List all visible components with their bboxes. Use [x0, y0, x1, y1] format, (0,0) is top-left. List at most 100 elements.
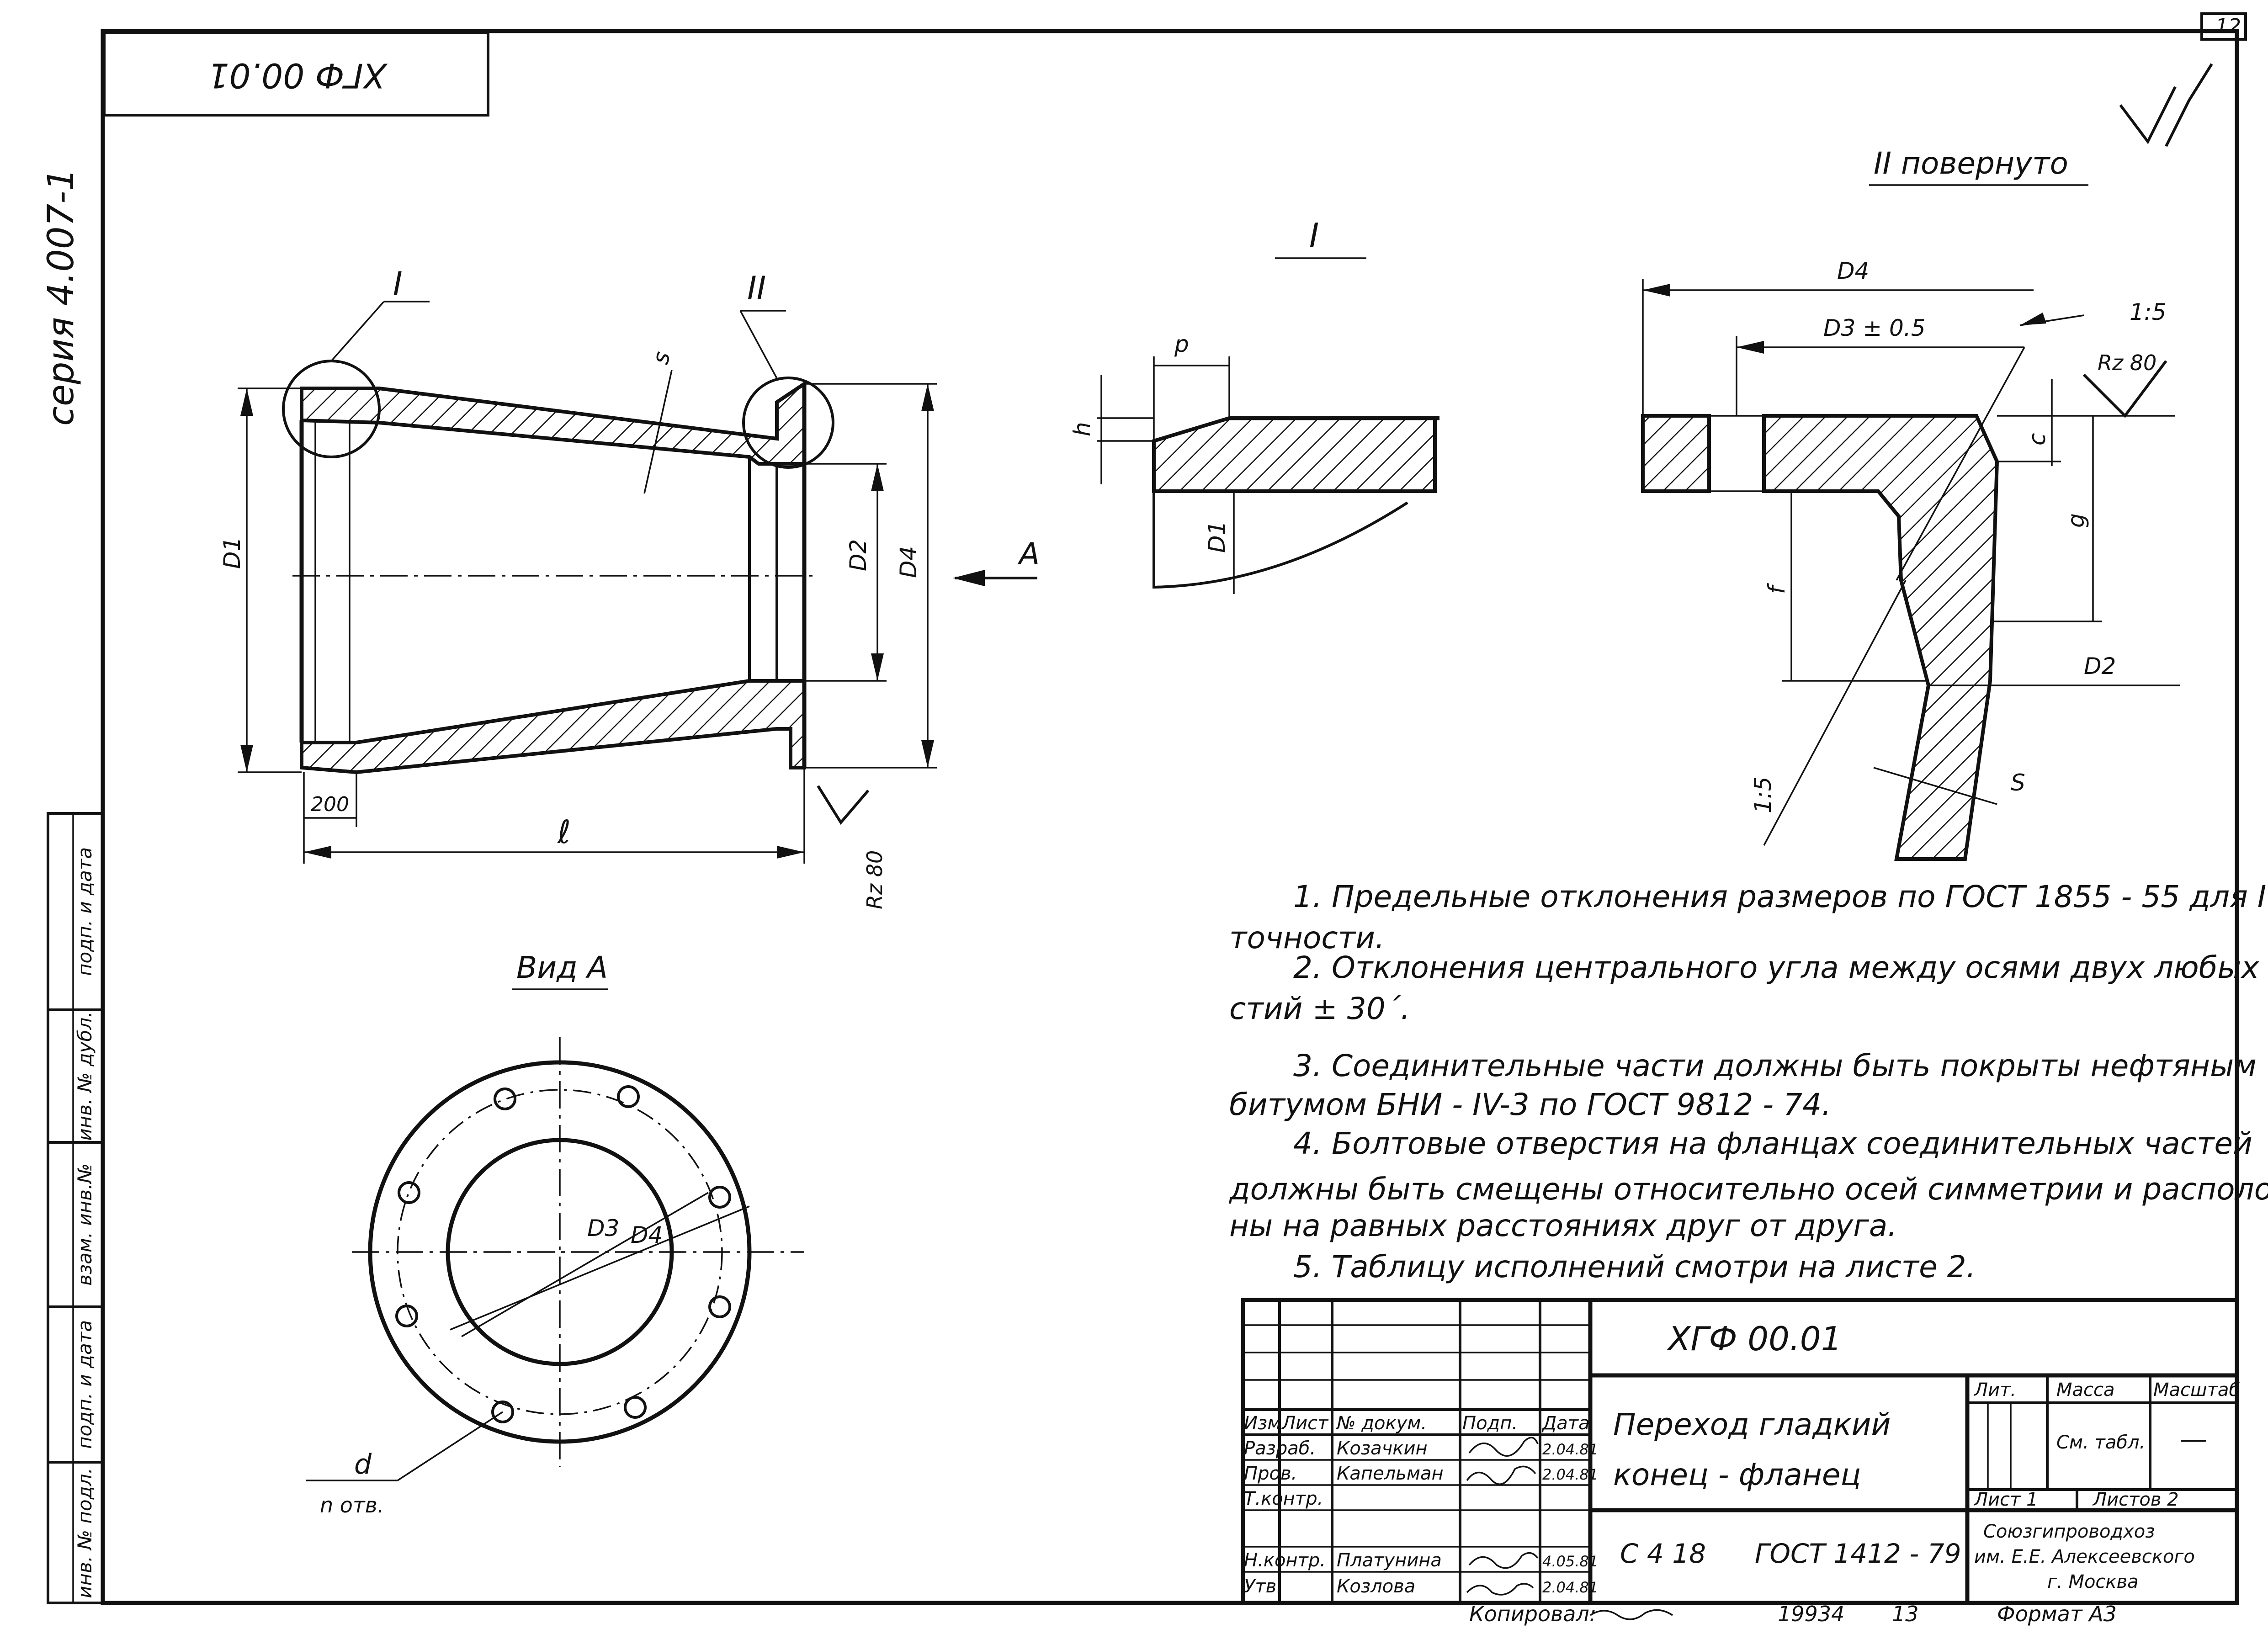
taper-side: 1:5: [1750, 777, 1776, 813]
dim-D4-detail: D4: [1837, 258, 1869, 284]
note-line-2: точности.: [1229, 920, 1385, 955]
tb-org-2: им. Е.Е. Алексеевского: [1974, 1546, 2195, 1567]
view-A-D3: D3: [587, 1215, 619, 1241]
note-line-3: 2. Отклонения центрального угла между ос…: [1293, 950, 2268, 985]
tb-date-prov: 2.04.81: [1542, 1466, 1598, 1483]
note-line-1: 1. Предельные отклонения размеров по ГОС…: [1293, 879, 2268, 914]
tb-scale-label: Масштаб: [2153, 1379, 2240, 1401]
rz80-main: Rz 80: [862, 850, 887, 909]
tb-doc-code: ХГФ 00.01: [1666, 1320, 1842, 1358]
tb-gost: ГОСТ 1412 - 79: [1755, 1538, 1961, 1569]
footer-format: Формат А3: [1997, 1602, 2117, 1626]
check-mark-icon: [2119, 63, 2213, 147]
note-line-9: ны на равных расстояниях друг от друга.: [1229, 1208, 1897, 1243]
tb-col-podp: Подп.: [1462, 1413, 1518, 1434]
note-line-5: 3. Соединительные части должны быть покр…: [1293, 1048, 2257, 1083]
note-line-10: 5. Таблицу исполнений смотри на листе 2.: [1293, 1249, 1976, 1284]
rz80-detail: Rz 80: [2098, 350, 2156, 375]
dim-D1-detail: D1: [1204, 521, 1230, 553]
rotated-doc-code-text: ХГФ 00.01: [208, 55, 388, 95]
note-line-6: битумом БНИ - IV-3 по ГОСТ 9812 - 74.: [1229, 1087, 1831, 1122]
tb-mass-label: Масса: [2056, 1379, 2115, 1401]
notes: 1. Предельные отклонения размеров по ГОС…: [1229, 879, 2268, 1284]
side-stamp-cell-5: инв. № подл.: [74, 1468, 96, 1598]
title-block: Изм. Лист № докум. Подп. Дата Разраб. Ко…: [1241, 1298, 2240, 1605]
dim-c: c: [2024, 433, 2050, 446]
detail-II-body: [1762, 414, 1999, 861]
tb-sheet-label: Лист 1: [1973, 1489, 2038, 1510]
detail-II-title: II повернуто: [1874, 146, 2068, 181]
tb-sheets-label: Листов 2: [2092, 1489, 2179, 1510]
tb-mass-value: См. табл.: [2056, 1432, 2145, 1453]
tb-name-razrab: Козачкин: [1337, 1438, 1428, 1459]
tb-title-1: Переход гладкий: [1613, 1407, 1891, 1442]
tb-name-nkontr: Платунина: [1337, 1550, 1442, 1571]
arrow-A-label: A: [1017, 536, 1040, 572]
tb-c-code: С 4 18: [1620, 1538, 1706, 1569]
side-stamp-cell-2: инв. № дубл.: [74, 1011, 96, 1141]
tb-name-utv: Козлова: [1337, 1576, 1415, 1597]
tb-date-utv: 2.04.81: [1542, 1579, 1598, 1596]
detail-I-title: I: [1309, 216, 1319, 255]
dim-D1: D1: [219, 537, 245, 569]
dim-s: s: [647, 349, 676, 367]
view-A-D4: D4: [631, 1222, 663, 1248]
tb-role-prov: Пров.: [1244, 1463, 1297, 1484]
view-A: Вид А D3 D4 d n отв.: [306, 950, 804, 1517]
tb-scale-value: —: [2180, 1423, 2207, 1455]
tb-title-2: конец - фланец: [1613, 1457, 1861, 1492]
dim-g: g: [2063, 513, 2089, 528]
rotated-doc-code: ХГФ 00.01: [103, 32, 489, 117]
dim-h: h: [1069, 422, 1095, 436]
view-A-holes: n отв.: [320, 1493, 384, 1517]
detail-I-view: I p h D1: [1069, 216, 1439, 594]
signatures: [1466, 1437, 1539, 1596]
dim-200: 200: [311, 793, 349, 816]
tb-col-date: Дата: [1541, 1413, 1590, 1434]
bottom-wall-section: [300, 679, 806, 775]
footer-page: 13: [1892, 1602, 1919, 1626]
dim-p: p: [1174, 331, 1189, 357]
dim-l: ℓ: [557, 813, 571, 851]
tb-name-prov: Капельман: [1337, 1463, 1444, 1484]
side-stamp-cell-4: подп. и дата: [74, 1320, 96, 1449]
dim-D4: D4: [895, 546, 922, 578]
taper-top: 1:5: [2130, 299, 2166, 325]
series-label: серия 4.007-1: [41, 168, 82, 426]
side-stamp-cell-3: взам. инв.№: [74, 1163, 96, 1286]
tb-col-doc: № докум.: [1336, 1413, 1427, 1434]
dim-D2-detail: D2: [2084, 653, 2116, 679]
tb-date-nkontr: 4.05.81: [1542, 1553, 1598, 1570]
detail-II-view: II повернуто D4 D3 ± 0.5 1:5 Rz 80 c g: [1641, 146, 2180, 861]
tb-role-utv: Утв.: [1244, 1576, 1282, 1597]
note-line-4: стий ± 30΄.: [1229, 991, 1410, 1026]
callout-I-label: I: [393, 265, 403, 302]
footer: Копировал: 19934 13 Формат А3: [1469, 1602, 2117, 1626]
tb-role-nkontr: Н.контр.: [1244, 1550, 1326, 1571]
note-line-7: 4. Болтовые отверстия на фланцах соедини…: [1293, 1126, 2252, 1161]
tb-col-izm: Изм.: [1244, 1413, 1287, 1434]
dim-S-detail: S: [2011, 769, 2025, 796]
detail-I-section: [1152, 416, 1437, 493]
footer-copied: Копировал:: [1469, 1602, 1596, 1626]
dim-D3-detail: D3 ± 0.5: [1823, 315, 1926, 341]
footer-number: 19934: [1778, 1602, 1844, 1626]
tb-lit-label: Лит.: [1973, 1379, 2016, 1401]
callout-II-label: II: [747, 270, 766, 307]
main-section-view: I II D1 D2 D4 s ℓ 200: [219, 265, 1040, 909]
tb-role-razrab: Разраб.: [1244, 1438, 1316, 1459]
tb-role-tkontr: Т.контр.: [1244, 1488, 1323, 1509]
tb-date-razrab: 2.04.81: [1542, 1441, 1598, 1458]
side-stamp-cell-1: подп. и дата: [74, 847, 96, 976]
dim-f: f: [1763, 583, 1790, 594]
view-A-title: Вид А: [516, 950, 608, 985]
dim-D2: D2: [845, 539, 871, 571]
tb-org-1: Союзгипроводхоз: [1983, 1521, 2155, 1542]
note-line-8: должны быть смещены относительно осей си…: [1229, 1172, 2268, 1207]
tb-col-list: Лист: [1281, 1413, 1329, 1434]
side-stamp: подп. и дата инв. № дубл. взам. инв.№ по…: [47, 812, 104, 1604]
sheet-number: 12: [2215, 15, 2241, 38]
tb-org-3: г. Москва: [2047, 1571, 2139, 1592]
detail-II-flange: [1641, 414, 1711, 493]
